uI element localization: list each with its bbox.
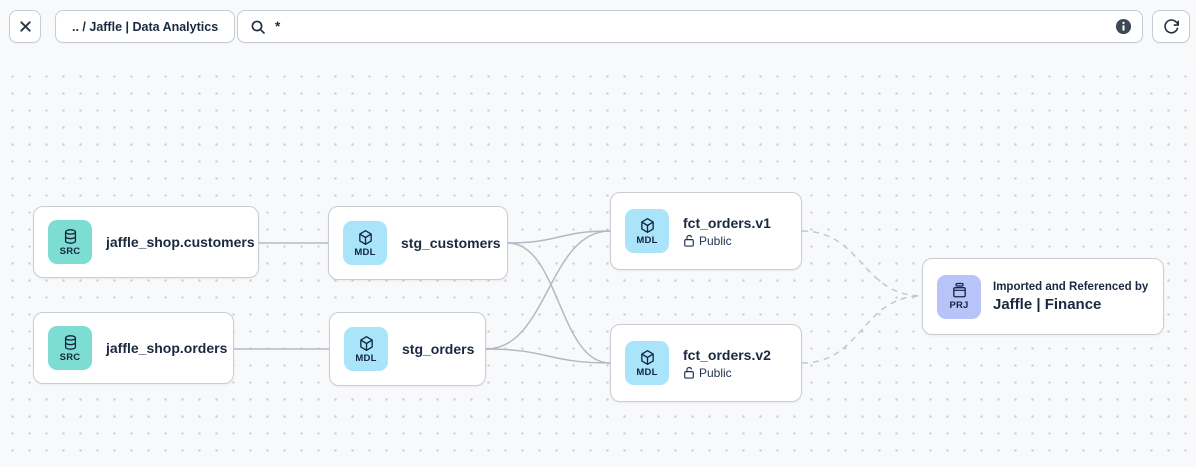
node-label: jaffle_shop.orders: [106, 340, 228, 356]
info-icon: [1115, 18, 1132, 35]
model-badge: MDL: [625, 341, 669, 385]
node-stg-customers[interactable]: MDL stg_customers: [328, 206, 508, 280]
database-icon: [64, 334, 76, 350]
node-label: fct_orders.v2: [683, 346, 771, 363]
node-label: fct_orders.v1: [683, 214, 771, 231]
search-icon: [251, 20, 265, 34]
cube-icon: [359, 335, 373, 351]
refresh-icon: [1163, 19, 1179, 34]
cube-icon: [640, 217, 654, 233]
source-badge: SRC: [48, 326, 92, 370]
node-jaffle-shop-customers[interactable]: SRC jaffle_shop.customers: [33, 206, 259, 278]
node-label: stg_orders: [402, 341, 475, 357]
database-icon: [64, 228, 76, 244]
project-subtitle: Imported and Referenced by: [993, 280, 1149, 293]
badge-label: PRJ: [949, 300, 969, 311]
close-button[interactable]: [9, 10, 41, 43]
edge-fct-v2-to-project: [801, 295, 923, 364]
cube-icon: [358, 229, 372, 245]
search-box[interactable]: [237, 10, 1143, 43]
lock-open-icon: [684, 366, 694, 379]
badge-label: SRC: [59, 245, 81, 257]
lineage-toolbar: .. / Jaffle | Data Analytics: [0, 0, 1196, 62]
model-badge: MDL: [625, 209, 669, 253]
archive-box-icon: [952, 282, 966, 298]
badge-label: MDL: [355, 352, 377, 364]
badge-label: MDL: [636, 366, 658, 378]
access-row: Public: [683, 234, 771, 248]
node-project-jaffle-finance[interactable]: PRJ Imported and Referenced by Jaffle | …: [922, 258, 1164, 335]
badge-label: MDL: [636, 234, 658, 246]
close-icon: [19, 21, 31, 32]
access-label: Public: [699, 233, 732, 248]
project-badge: PRJ: [937, 274, 981, 319]
refresh-button[interactable]: [1152, 10, 1190, 43]
edge-stg-orders-to-fct-v1: [485, 230, 611, 350]
edge-stg-customers-to-fct-v1: [507, 230, 611, 244]
project-title: Jaffle | Finance: [993, 295, 1102, 313]
search-input[interactable]: [275, 19, 1106, 34]
badge-label: MDL: [354, 246, 376, 258]
model-badge: MDL: [344, 327, 388, 371]
edge-stg-customers-to-fct-v2: [507, 242, 611, 364]
model-badge: MDL: [343, 221, 387, 265]
source-badge: SRC: [48, 220, 92, 264]
node-fct-orders-v2[interactable]: MDL fct_orders.v2 Public: [610, 324, 802, 402]
edge-stg-orders-to-fct-v2: [485, 348, 611, 364]
access-row: Public: [683, 366, 771, 380]
lock-open-icon: [684, 234, 694, 247]
node-label: stg_customers: [401, 235, 501, 251]
access-label: Public: [699, 365, 732, 380]
cube-icon: [640, 349, 654, 365]
breadcrumb[interactable]: .. / Jaffle | Data Analytics: [55, 10, 236, 43]
node-stg-orders[interactable]: MDL stg_orders: [329, 312, 486, 386]
breadcrumb-label: .. / Jaffle | Data Analytics: [72, 19, 219, 34]
info-button[interactable]: [1115, 18, 1132, 35]
node-fct-orders-v1[interactable]: MDL fct_orders.v1 Public: [610, 192, 802, 270]
node-label: jaffle_shop.customers: [106, 234, 255, 250]
node-jaffle-shop-orders[interactable]: SRC jaffle_shop.orders: [33, 312, 234, 384]
badge-label: SRC: [59, 351, 81, 363]
edge-fct-v1-to-project: [801, 230, 923, 297]
